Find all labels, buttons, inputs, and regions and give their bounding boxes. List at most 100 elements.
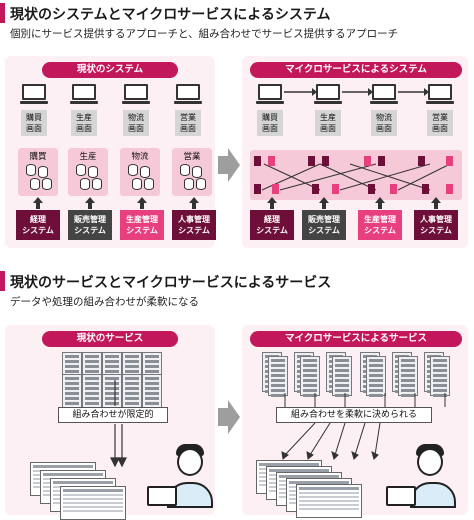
microservice-block — [364, 156, 371, 166]
system-box: 人事管理 システム — [414, 210, 458, 240]
microservice-block — [446, 156, 453, 166]
left-service-arrows — [110, 380, 127, 468]
business-box: 生産 — [68, 148, 108, 196]
server-icon — [268, 356, 288, 397]
business-label: 物流 — [131, 152, 149, 162]
right-service-arrows — [281, 393, 446, 460]
section2-title: 現状のサービスとマイクロサービスによるサービス — [10, 275, 332, 291]
database-icon — [38, 166, 48, 178]
database-icon — [92, 178, 102, 190]
database-icon — [30, 178, 40, 190]
section1-bar — [0, 3, 5, 23]
business-box: 営業 — [172, 148, 212, 196]
current-system-header: 現状のシステム — [42, 62, 178, 78]
microservice-block — [322, 156, 329, 166]
system-box: 生産管理 システム — [120, 210, 164, 240]
microservice-block — [390, 184, 397, 194]
screen-label: 購買 画面 — [257, 110, 283, 136]
database-icon — [180, 164, 190, 176]
monitor-icon — [22, 84, 46, 100]
screen-label: 物流 画面 — [123, 110, 149, 136]
section2-subtitle: データや処理の組み合わせが柔軟になる — [10, 296, 199, 308]
arrow-up-icon — [431, 197, 441, 209]
arrow-right-icon — [218, 400, 240, 434]
monitor-stand — [70, 101, 98, 104]
system-box: 販売管理 システム — [68, 210, 112, 240]
server-icon — [366, 356, 386, 397]
server-icon — [430, 356, 450, 397]
laptop-icon — [147, 486, 177, 506]
spreadsheet-icon — [60, 486, 126, 520]
arrow-up-icon — [189, 197, 199, 209]
microservice-block — [378, 156, 385, 166]
system-box: 経理 システム — [250, 210, 294, 240]
business-box: 物流 — [120, 148, 160, 196]
database-icon — [26, 164, 36, 176]
monitor-icon — [176, 84, 200, 100]
spreadsheet-icon — [296, 484, 362, 518]
database-icon — [128, 164, 138, 176]
system-box: 経理 システム — [16, 210, 60, 240]
microservice-block — [268, 156, 275, 166]
section2-bar — [0, 271, 5, 291]
database-icon — [80, 178, 90, 190]
arrow-up-icon — [267, 197, 277, 209]
business-box: 購買 — [18, 148, 58, 196]
database-icon — [144, 178, 154, 190]
microservice-system-header: マイクロサービスによるシステム — [250, 62, 462, 78]
server-icon — [332, 356, 352, 397]
monitor-stand — [426, 101, 454, 104]
monitor-icon — [72, 84, 96, 100]
arrow-up-icon — [137, 197, 147, 209]
database-icon — [42, 178, 52, 190]
microservice-service-header: マイクロサービスによるサービス — [250, 331, 462, 347]
screen-label: 営業 画面 — [175, 110, 201, 136]
person-body — [410, 482, 456, 508]
person-icon — [177, 448, 203, 476]
microservice-block — [254, 184, 261, 194]
system-box: 生産管理 システム — [358, 210, 402, 240]
monitor-icon — [124, 84, 148, 100]
server-icon — [398, 356, 418, 397]
monitor-stand — [174, 101, 202, 104]
business-label: 生産 — [79, 152, 97, 162]
system-box: 人事管理 システム — [172, 210, 216, 240]
microservice-block — [446, 184, 453, 194]
arrow-up-icon — [375, 197, 385, 209]
microservice-block — [312, 184, 319, 194]
current-service-header: 現状のサービス — [42, 331, 178, 347]
monitor-stand — [256, 101, 284, 104]
arrow-up-icon — [85, 197, 95, 209]
section1-subtitle: 個別にサービス提供するアプローチと、組み合わせでサービス提供するアプローチ — [10, 28, 399, 40]
screen-label: 物流 画面 — [371, 110, 397, 136]
microservice-block — [254, 156, 261, 166]
microservice-block — [308, 156, 315, 166]
database-icon — [192, 166, 202, 178]
business-label: 購買 — [29, 152, 47, 162]
monitor-stand — [122, 101, 150, 104]
database-icon — [76, 164, 86, 176]
microservice-block — [422, 184, 429, 194]
person-icon — [417, 448, 443, 476]
system-box: 販売管理 システム — [302, 210, 346, 240]
server-icon — [300, 356, 320, 397]
limited-combination-label: 組み合わせが限定的 — [58, 407, 168, 423]
monitor-stand — [20, 101, 48, 104]
database-icon — [132, 178, 142, 190]
flexible-combination-label: 組み合わせを柔軟に決められる — [276, 407, 432, 423]
monitor-icon — [258, 84, 282, 100]
screen-label: 購買 画面 — [21, 110, 47, 136]
screen-flow-arrows — [284, 88, 429, 96]
screen-label: 生産 画面 — [315, 110, 341, 136]
arrow-up-icon — [319, 197, 329, 209]
screen-label: 営業 画面 — [427, 110, 453, 136]
database-icon — [196, 178, 206, 190]
database-icon — [140, 166, 150, 178]
microservice-block — [332, 184, 339, 194]
business-label: 営業 — [183, 152, 201, 162]
database-icon — [184, 178, 194, 190]
section1-title: 現状のシステムとマイクロサービスによるシステム — [10, 7, 331, 23]
laptop-icon — [386, 486, 416, 506]
monitor-stand — [314, 101, 342, 104]
screen-label: 生産 画面 — [71, 110, 97, 136]
